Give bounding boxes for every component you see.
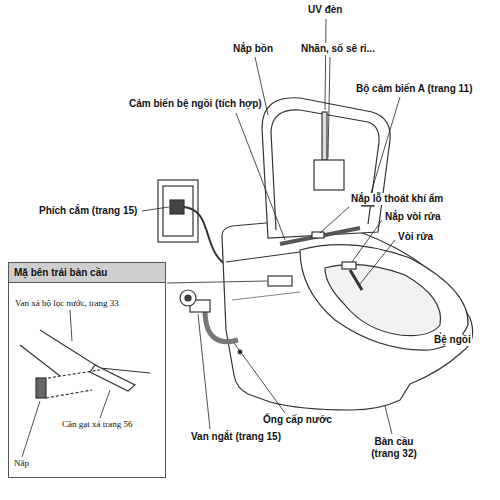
inset-dash <box>46 390 92 398</box>
flush-lever <box>90 365 135 391</box>
part-label: Nắp <box>13 458 30 468</box>
nozzle <box>350 270 362 290</box>
part-label: Bộ cảm biến A (trang 11) <box>355 83 474 95</box>
part-label: Van ngắt (trang 15) <box>190 431 282 443</box>
inset-dash <box>48 370 100 378</box>
control-strip <box>280 228 360 244</box>
part-label: Nắp lỗ thoát khí ẩm <box>350 193 444 205</box>
valve-knob <box>180 290 196 306</box>
wall-outlet <box>158 180 198 242</box>
part-label: UV đèn <box>307 4 343 16</box>
part-label: Nắp vòi rửa <box>384 211 442 223</box>
part-label: Van xả bộ lọc nước, trang 33 <box>14 298 120 308</box>
lid <box>262 98 390 238</box>
part-label: Bàn cầu (trang 32) <box>362 436 426 459</box>
outlet-plate <box>163 186 193 236</box>
vent-cover <box>312 232 324 238</box>
inset-box: Mặ bên trái bàn cầuVan xả bộ lọc nước, t… <box>8 262 166 478</box>
part-label: Ống cấp nước <box>262 414 333 426</box>
side-panel <box>268 276 292 286</box>
serial-label <box>314 160 344 190</box>
part-label: Nhãn, số sê ri... <box>300 43 376 55</box>
body-edge <box>232 292 300 300</box>
inset-heading: Mặ bên trái bàn cầu <box>9 263 165 283</box>
part-label: Vòi rửa <box>397 231 434 243</box>
illustration <box>20 19 473 457</box>
uv-lamp <box>322 112 327 160</box>
water-hose <box>205 310 238 342</box>
inset-cap <box>36 378 46 398</box>
part-label: Cảm biến bệ ngồi (tích hợp) <box>128 98 263 110</box>
valve-knob <box>185 295 191 301</box>
plug <box>170 200 184 214</box>
nozzle-cover <box>342 262 356 269</box>
body-edge <box>226 252 300 262</box>
lid-inner <box>271 110 379 230</box>
toilet-bowl <box>222 220 473 410</box>
part-label: Cần gạt xả trang 56 <box>61 419 133 429</box>
part-label: Phích cắm (trang 15) <box>38 205 138 217</box>
part-label: Bệ ngồi <box>433 334 472 346</box>
part-label: Nắp bồn <box>232 43 274 55</box>
seat-opening <box>325 264 441 335</box>
inset-edge <box>20 345 60 376</box>
